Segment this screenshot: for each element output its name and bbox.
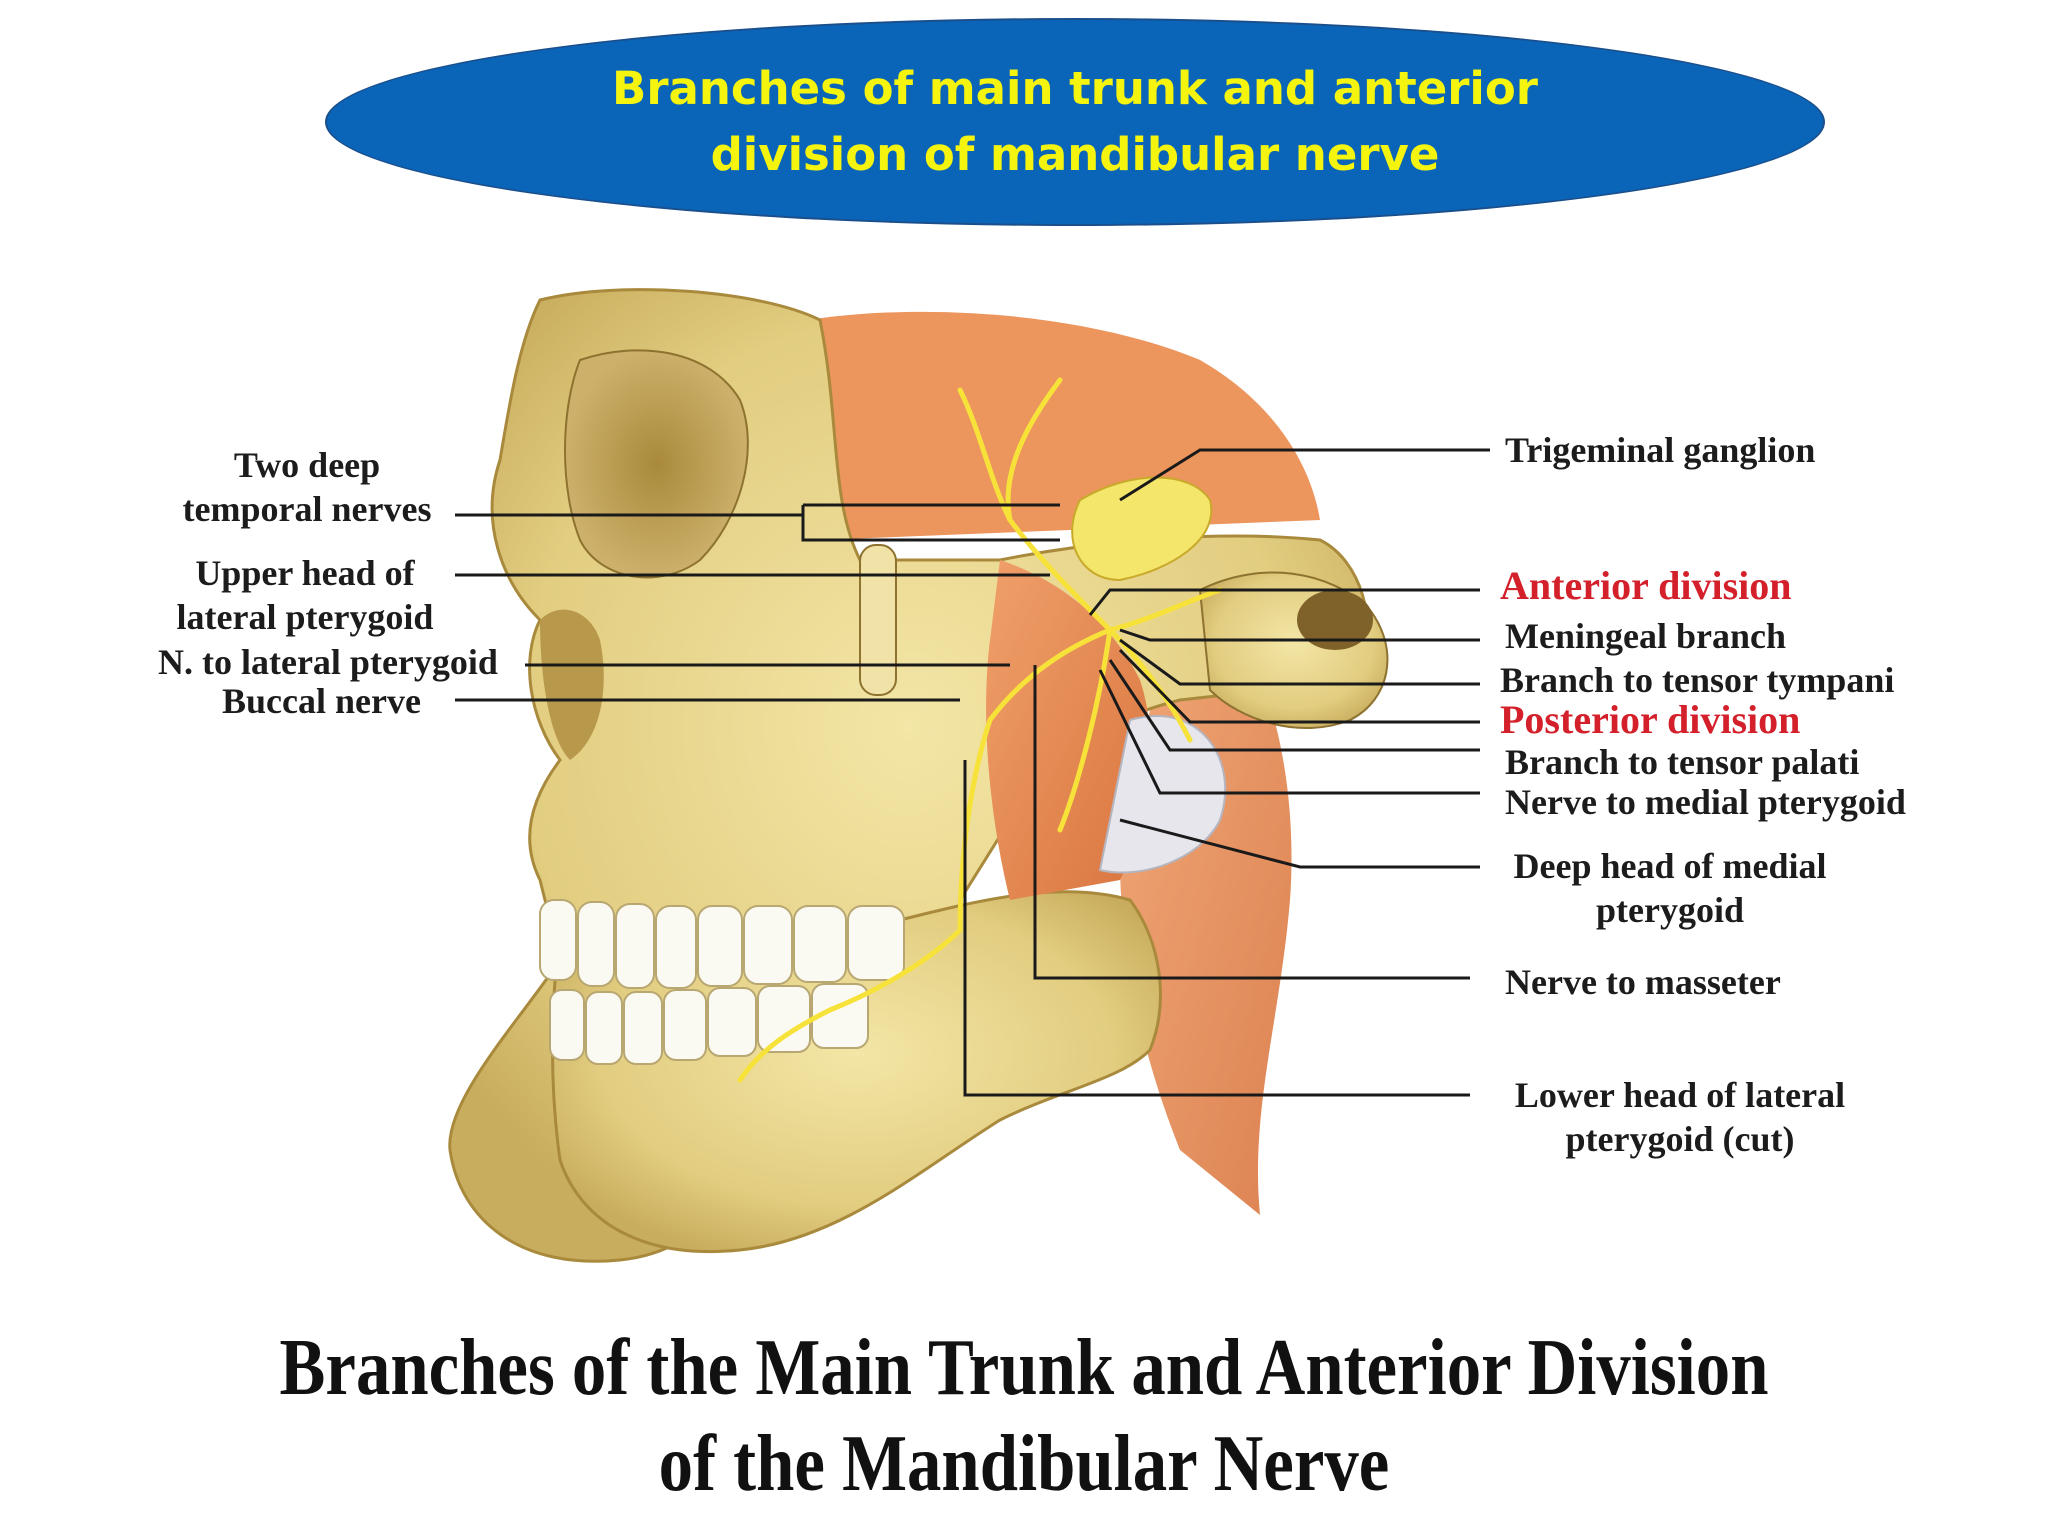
label-two-deep-temporal-nerves: Two deep temporal nerves	[172, 443, 442, 531]
leader-masseter	[1033, 665, 1470, 980]
caption-line-2: of the Mandibular Nerve	[658, 1420, 1390, 1508]
label-deep-temporal-line1: Two deep	[233, 445, 381, 485]
label-anterior-division: Anterior division	[1500, 563, 1792, 608]
label-deep-head-line2: pterygoid	[1596, 890, 1744, 930]
leader-deep-temporal	[455, 503, 1060, 542]
label-deep-head-line1: Deep head of medial	[1513, 846, 1827, 886]
label-lower-head-lateral-pterygoid: Lower head of lateral pterygoid (cut)	[1490, 1073, 1870, 1161]
caption-line-1: Branches of the Main Trunk and Anterior …	[279, 1324, 1769, 1412]
title-banner: Branches of main trunk and anterior divi…	[325, 18, 1825, 226]
label-nerve-medial-pterygoid: Nerve to medial pterygoid	[1505, 782, 1906, 822]
leader-trigeminal	[1119, 448, 1490, 502]
leader-medial-pterygoid	[1098, 669, 1480, 795]
label-deep-head-medial-pterygoid: Deep head of medial pterygoid	[1495, 844, 1845, 932]
label-trigeminal-ganglion: Trigeminal ganglion	[1505, 430, 1816, 470]
orbit	[564, 349, 749, 579]
label-branch-tensor-palati: Branch to tensor palati	[1505, 742, 1860, 782]
leader-meningeal	[1119, 628, 1480, 642]
title-line-1: Branches of main trunk and anterior	[612, 62, 1538, 115]
lower-teeth	[549, 983, 869, 1065]
label-meningeal-branch: Meningeal branch	[1505, 616, 1787, 656]
label-branch-tensor-tympani: Branch to tensor tympani	[1500, 660, 1895, 700]
label-nerve-to-masseter: Nerve to masseter	[1505, 962, 1781, 1002]
label-lower-head-line2: pterygoid (cut)	[1565, 1119, 1795, 1159]
label-lower-head-line1: Lower head of lateral	[1514, 1075, 1846, 1115]
leader-anterior-division	[1088, 588, 1480, 616]
nerve-branches	[737, 377, 1223, 1083]
leader-lower-head	[963, 760, 1470, 1097]
label-posterior-division: Posterior division	[1500, 697, 1801, 742]
figure-caption: Branches of the Main Trunk and Anterior …	[143, 1320, 1904, 1512]
label-upper-head-line1: Upper head of	[195, 553, 415, 593]
leader-deep-head	[1119, 818, 1480, 869]
leader-lines	[455, 448, 1490, 1097]
label-upper-head-lateral-pterygoid: Upper head of lateral pterygoid	[170, 551, 440, 639]
leader-tensor-tympani	[1119, 638, 1480, 686]
label-buccal-nerve: Buccal nerve	[222, 681, 421, 721]
leader-tensor-palati	[1108, 659, 1480, 752]
title-line-2: division of mandibular nerve	[710, 128, 1440, 181]
zygomatic-arch-cut	[859, 544, 897, 696]
leader-posterior-division	[1118, 648, 1480, 724]
upper-teeth	[539, 899, 905, 989]
label-n-to-lateral-pterygoid: N. to lateral pterygoid	[158, 642, 498, 682]
external-acoustic-meatus	[1297, 590, 1373, 650]
label-upper-head-line2: lateral pterygoid	[176, 597, 434, 637]
label-deep-temporal-line2: temporal nerves	[182, 489, 432, 529]
nasal-cavity	[540, 609, 604, 760]
